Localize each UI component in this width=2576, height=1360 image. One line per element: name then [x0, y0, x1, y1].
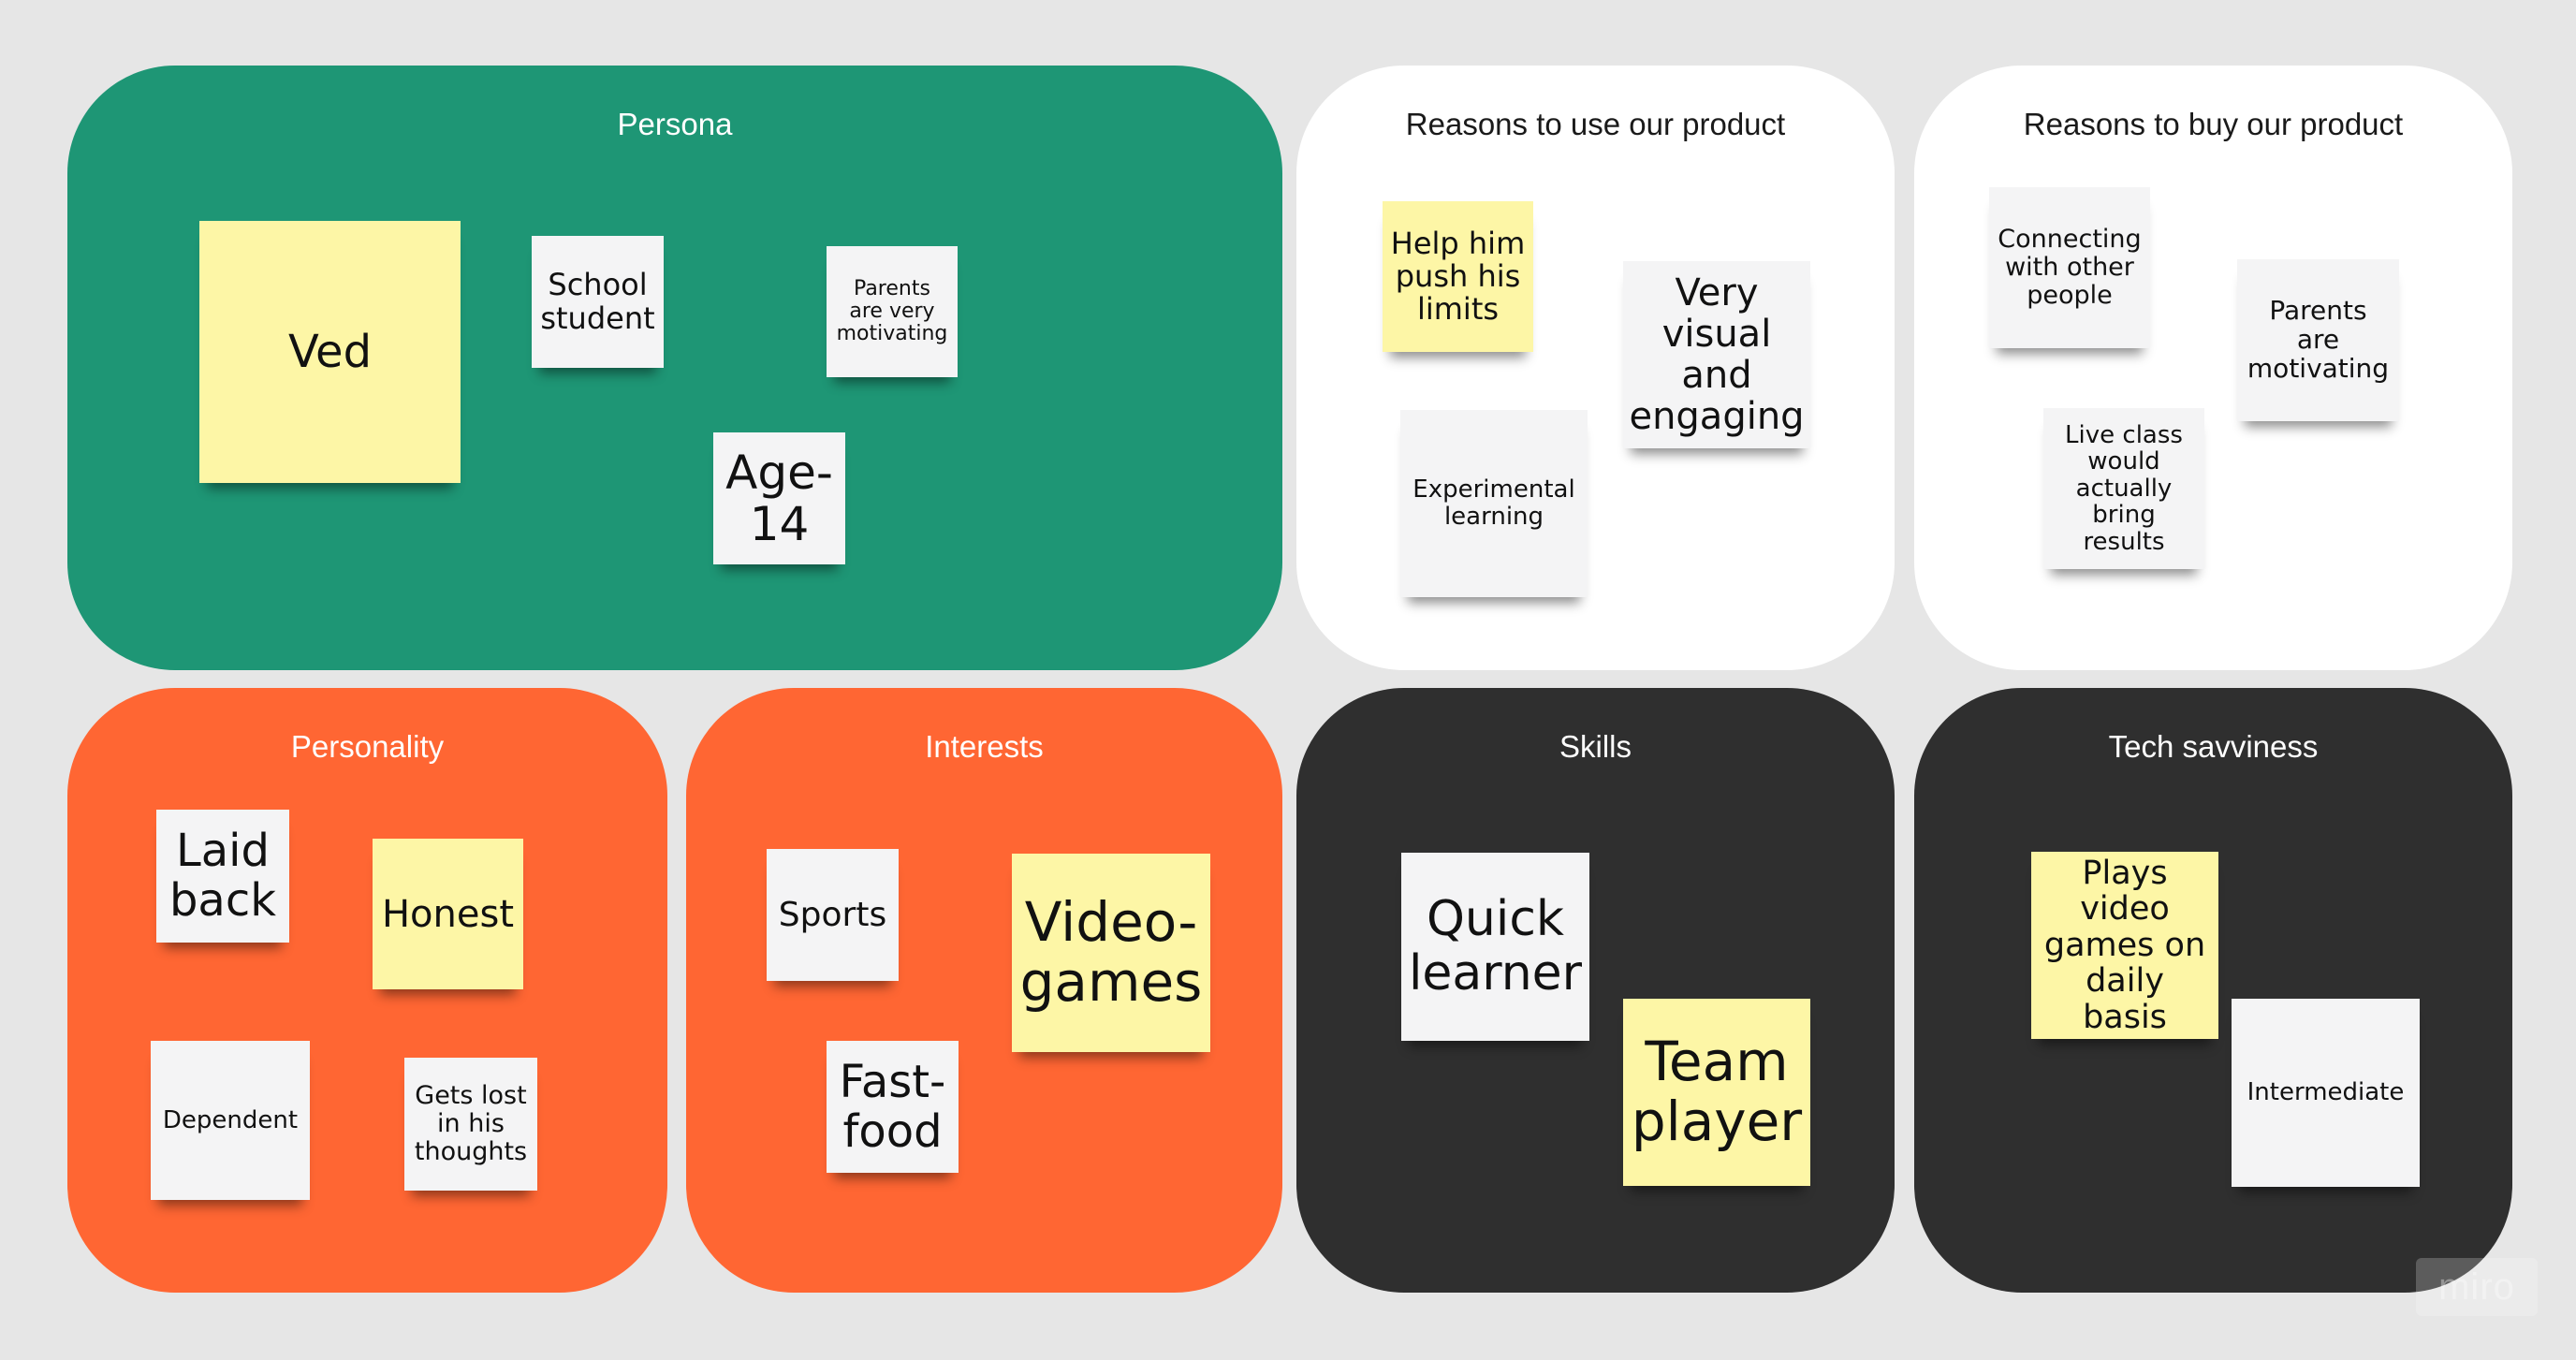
frame-title-reasons-to-use: Reasons to use our product — [1405, 107, 1786, 141]
frame-title-persona: Persona — [617, 107, 733, 141]
sticky-note-visual-engaging[interactable]: Very visual and engaging — [1623, 261, 1810, 448]
sticky-note-push-limits[interactable]: Help him push his limits — [1383, 201, 1533, 352]
frame-reasons-to-buy[interactable]: Reasons to buy our product — [1914, 66, 2512, 670]
sticky-note-ved[interactable]: Ved — [199, 221, 461, 483]
frame-title-tech-savviness: Tech savviness — [2108, 729, 2319, 764]
frame-skills[interactable]: Skills — [1296, 688, 1895, 1293]
sticky-note-fast-food[interactable]: Fast- food — [827, 1041, 959, 1173]
sticky-note-honest[interactable]: Honest — [373, 839, 523, 989]
frame-title-skills: Skills — [1559, 729, 1632, 764]
sticky-note-parents-are-motivating[interactable]: Parents are motivating — [2237, 259, 2399, 421]
sticky-note-quick-learner[interactable]: Quick learner — [1401, 853, 1589, 1041]
sticky-note-intermediate[interactable]: Intermediate — [2232, 999, 2420, 1187]
sticky-note-age[interactable]: Age- 14 — [713, 432, 845, 564]
sticky-note-live-class[interactable]: Live class would actually bring results — [2043, 408, 2204, 569]
sticky-note-laid-back[interactable]: Laid back — [156, 810, 289, 943]
frame-title-interests: Interests — [925, 729, 1044, 764]
sticky-note-parents-very-motivating[interactable]: Parents are very motivating — [827, 246, 958, 377]
sticky-note-school-student[interactable]: School student — [532, 236, 664, 368]
sticky-note-connecting-people[interactable]: Connecting with other people — [1989, 187, 2150, 348]
sticky-note-video-games[interactable]: Video- games — [1012, 854, 1210, 1052]
miro-logo: miro — [2416, 1258, 2538, 1316]
sticky-note-sports[interactable]: Sports — [767, 849, 899, 981]
sticky-note-experimental-learning[interactable]: Experimental learning — [1400, 410, 1588, 597]
sticky-note-team-player[interactable]: Team player — [1623, 999, 1810, 1186]
sticky-note-lost-thoughts[interactable]: Gets lost in his thoughts — [404, 1058, 537, 1191]
frame-personality[interactable]: Personality — [67, 688, 667, 1293]
frame-title-reasons-to-buy: Reasons to buy our product — [2023, 107, 2404, 141]
frame-title-personality: Personality — [290, 729, 445, 764]
sticky-note-dependent[interactable]: Dependent — [151, 1041, 310, 1200]
sticky-note-plays-games[interactable]: Plays video games on daily basis — [2031, 852, 2218, 1039]
